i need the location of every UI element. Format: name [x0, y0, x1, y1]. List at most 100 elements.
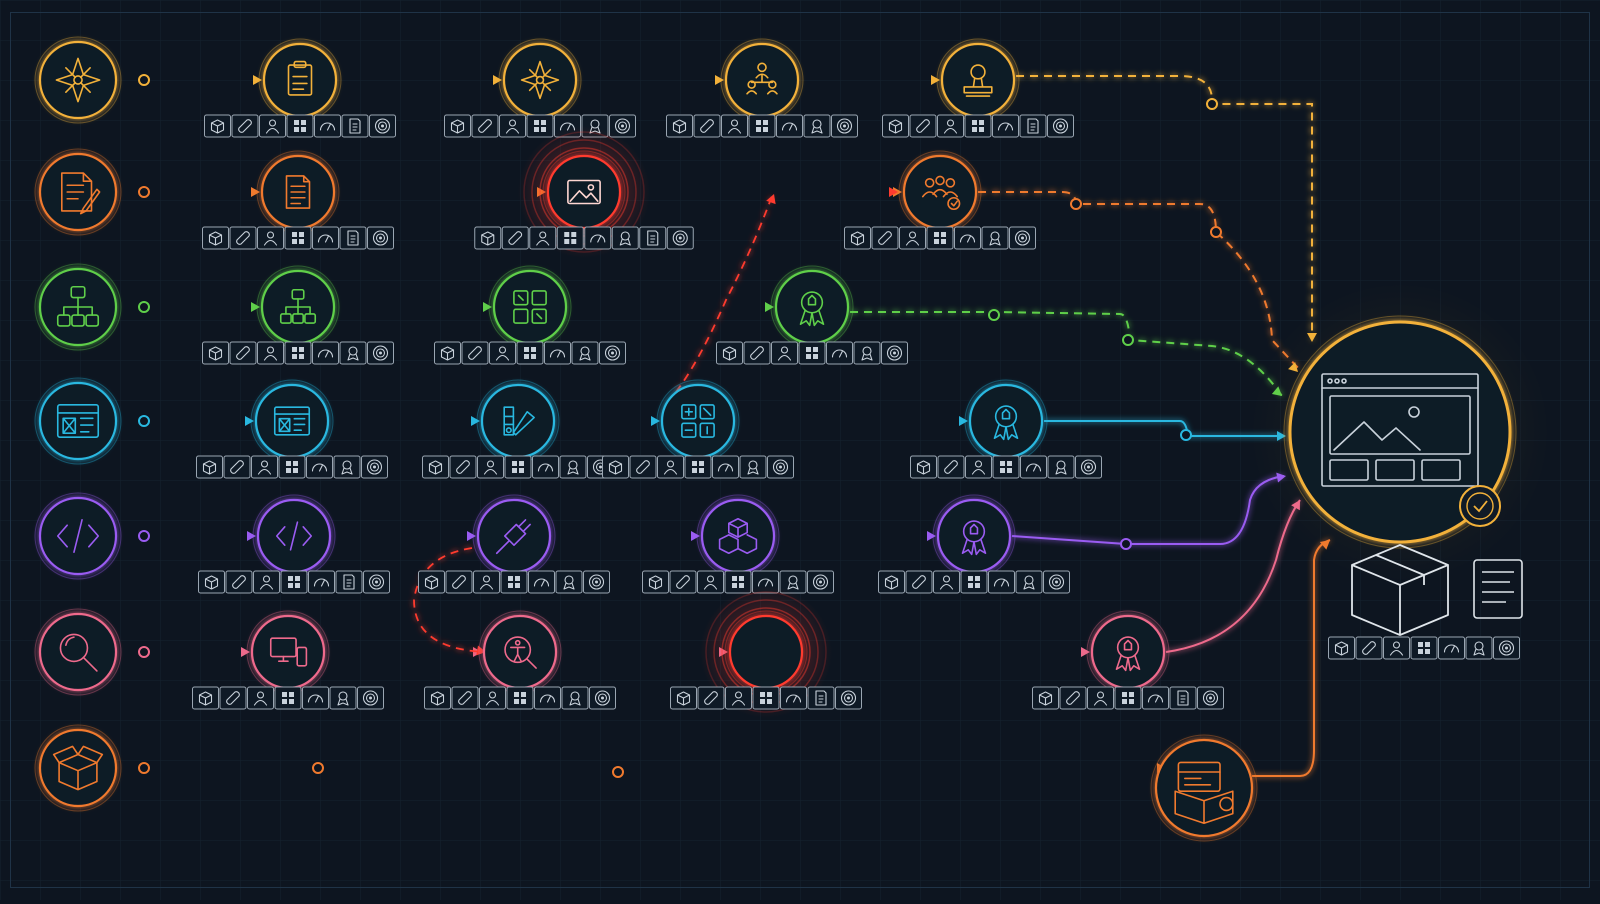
lane-architecture-step-3[interactable]	[770, 265, 854, 349]
person-icon[interactable]	[1383, 636, 1410, 660]
link-icon[interactable]	[229, 341, 257, 365]
doc-icon[interactable]	[1169, 686, 1197, 710]
target-icon[interactable]	[1043, 570, 1070, 594]
gauge-icon[interactable]	[712, 455, 739, 479]
target-icon[interactable]	[1197, 686, 1224, 710]
cube-icon[interactable]	[418, 570, 445, 594]
link-icon[interactable]	[871, 226, 899, 250]
badge-icon[interactable]	[555, 570, 583, 594]
lane-start-architecture[interactable]	[34, 263, 122, 351]
badge-icon[interactable]	[981, 226, 1009, 250]
person-icon[interactable]	[479, 686, 506, 710]
person-icon[interactable]	[529, 226, 557, 250]
person-icon[interactable]	[253, 570, 280, 594]
link-icon[interactable]	[669, 570, 697, 594]
person-icon[interactable]	[965, 455, 992, 479]
lane-start-packaging[interactable]	[34, 724, 122, 812]
gauge-icon[interactable]	[776, 114, 803, 138]
link-icon[interactable]	[225, 570, 253, 594]
target-icon[interactable]	[1493, 636, 1520, 660]
cube-icon[interactable]	[202, 226, 229, 250]
cube-icon[interactable]	[192, 686, 219, 710]
link-icon[interactable]	[223, 455, 251, 479]
link-icon[interactable]	[743, 341, 771, 365]
cube-icon[interactable]	[424, 686, 451, 710]
lane-start-design[interactable]	[34, 377, 122, 465]
cube-icon[interactable]	[198, 570, 225, 594]
link-icon[interactable]	[693, 114, 721, 138]
grid-icon[interactable]	[752, 686, 780, 710]
gauge-icon[interactable]	[528, 570, 555, 594]
person-icon[interactable]	[477, 455, 504, 479]
gauge-icon[interactable]	[988, 570, 1015, 594]
person-icon[interactable]	[257, 226, 284, 250]
grid-icon[interactable]	[992, 455, 1020, 479]
gauge-icon[interactable]	[1438, 636, 1465, 660]
cube-icon[interactable]	[434, 341, 461, 365]
target-icon[interactable]	[1047, 114, 1074, 138]
lane-design-step-3[interactable]	[656, 379, 740, 463]
badge-icon[interactable]	[561, 686, 589, 710]
cube-icon[interactable]	[844, 226, 871, 250]
person-icon[interactable]	[499, 114, 526, 138]
link-icon[interactable]	[905, 570, 933, 594]
link-icon[interactable]	[1355, 636, 1383, 660]
lane-development-step-4[interactable]	[932, 494, 1016, 578]
cube-icon[interactable]	[716, 341, 743, 365]
badge-icon[interactable]	[333, 455, 361, 479]
target-icon[interactable]	[367, 226, 394, 250]
person-icon[interactable]	[473, 570, 500, 594]
link-icon[interactable]	[445, 570, 473, 594]
cube-icon[interactable]	[910, 455, 937, 479]
person-icon[interactable]	[721, 114, 748, 138]
badge-icon[interactable]	[739, 455, 767, 479]
lane-testing-step-3[interactable]	[700, 586, 832, 718]
target-icon[interactable]	[589, 686, 616, 710]
gauge-icon[interactable]	[534, 686, 561, 710]
grid-icon[interactable]	[684, 455, 712, 479]
link-icon[interactable]	[449, 455, 477, 479]
gauge-icon[interactable]	[312, 226, 339, 250]
grid-icon[interactable]	[278, 455, 306, 479]
target-icon[interactable]	[1009, 226, 1036, 250]
grid-icon[interactable]	[506, 686, 534, 710]
gauge-icon[interactable]	[992, 114, 1019, 138]
grid-icon[interactable]	[500, 570, 528, 594]
cube-icon[interactable]	[882, 114, 909, 138]
target-icon[interactable]	[1075, 455, 1102, 479]
gauge-icon[interactable]	[544, 341, 571, 365]
lane-design-step-2[interactable]	[476, 379, 560, 463]
lane-development-step-3[interactable]	[696, 494, 780, 578]
gauge-icon[interactable]	[532, 455, 559, 479]
lane-development-step-1[interactable]	[252, 494, 336, 578]
launch-hub[interactable]	[1250, 282, 1550, 660]
target-icon[interactable]	[831, 114, 858, 138]
lane-content-step-2[interactable]	[518, 126, 650, 258]
doc-icon[interactable]	[335, 570, 363, 594]
lane-start-testing[interactable]	[34, 608, 122, 696]
gauge-icon[interactable]	[826, 341, 853, 365]
link-icon[interactable]	[219, 686, 247, 710]
lane-development-step-2[interactable]	[472, 494, 556, 578]
lane-strategy-step-3[interactable]	[720, 38, 804, 122]
person-icon[interactable]	[725, 686, 752, 710]
lane-architecture-step-1[interactable]	[256, 265, 340, 349]
doc-icon[interactable]	[339, 226, 367, 250]
doc-icon[interactable]	[341, 114, 369, 138]
cube-icon[interactable]	[602, 455, 629, 479]
grid-icon[interactable]	[798, 341, 826, 365]
grid-icon[interactable]	[960, 570, 988, 594]
gauge-icon[interactable]	[1142, 686, 1169, 710]
grid-icon[interactable]	[964, 114, 992, 138]
target-icon[interactable]	[767, 455, 794, 479]
target-icon[interactable]	[609, 114, 636, 138]
cube-icon[interactable]	[642, 570, 669, 594]
person-icon[interactable]	[1087, 686, 1114, 710]
doc-icon[interactable]	[1019, 114, 1047, 138]
badge-icon[interactable]	[1015, 570, 1043, 594]
cube-icon[interactable]	[202, 341, 229, 365]
link-icon[interactable]	[1059, 686, 1087, 710]
badge-icon[interactable]	[571, 341, 599, 365]
cube-icon[interactable]	[670, 686, 697, 710]
cube-icon[interactable]	[474, 226, 502, 250]
